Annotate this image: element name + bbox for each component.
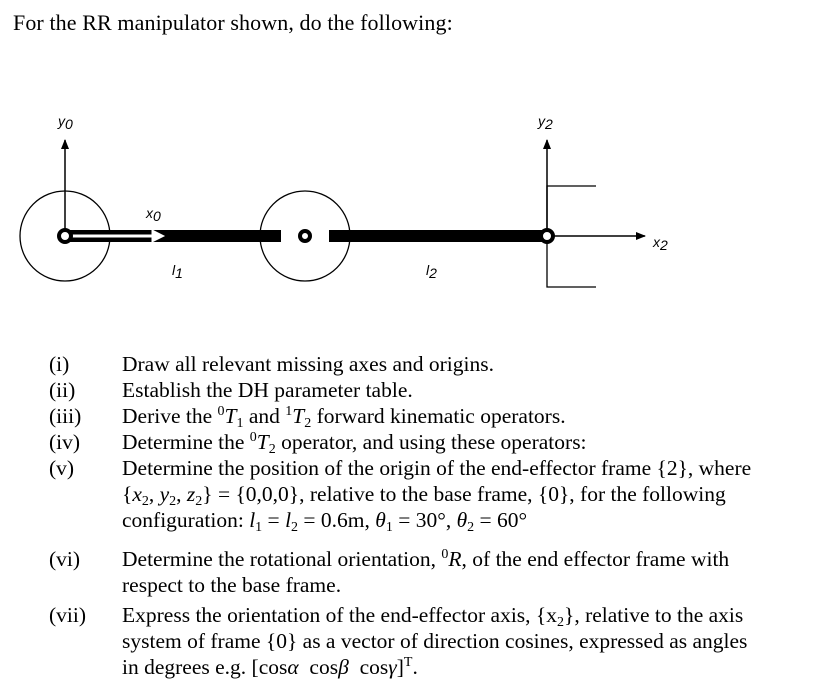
task-text: Draw all relevant missing axes and origi… <box>122 352 494 376</box>
task-text: Express the orientation of the end-effec… <box>122 603 748 679</box>
l2-label: l2 <box>426 262 437 281</box>
task-text: Determine the rotational orientation, 0R… <box>122 547 730 597</box>
y0-label: y0 <box>57 113 73 132</box>
task-text: Determine the position of the origin of … <box>122 456 752 535</box>
x0-axis-arrowhead <box>151 229 166 243</box>
link-1 <box>65 230 281 242</box>
task-number: (vii) <box>49 603 87 627</box>
task-number: (vi) <box>49 547 81 571</box>
task-number: (iii) <box>49 404 82 428</box>
l1-label: l1 <box>172 262 183 281</box>
task-text: Derive the 0T1 and 1T2 forward kinematic… <box>122 404 566 431</box>
task-text: Determine the 0T2 operator, and using th… <box>122 430 587 457</box>
x0-label: x0 <box>145 205 161 224</box>
rr-manipulator-diagram: y0 x0 y2 x2 l1 l2 <box>19 113 668 288</box>
y2-label: y2 <box>537 113 553 132</box>
joint-2-dot <box>298 229 312 243</box>
task-text: Establish the DH parameter table. <box>122 378 413 402</box>
x2-label: x2 <box>652 234 668 253</box>
task-number: (iv) <box>49 430 81 454</box>
intro-text: For the RR manipulator shown, do the fol… <box>13 10 453 35</box>
task-number: (v) <box>49 456 75 480</box>
end-effector-origin <box>539 228 555 244</box>
base-joint-dot <box>57 228 73 244</box>
link-2 <box>329 230 546 242</box>
task-number: (ii) <box>49 378 76 402</box>
task-number: (i) <box>49 352 70 376</box>
